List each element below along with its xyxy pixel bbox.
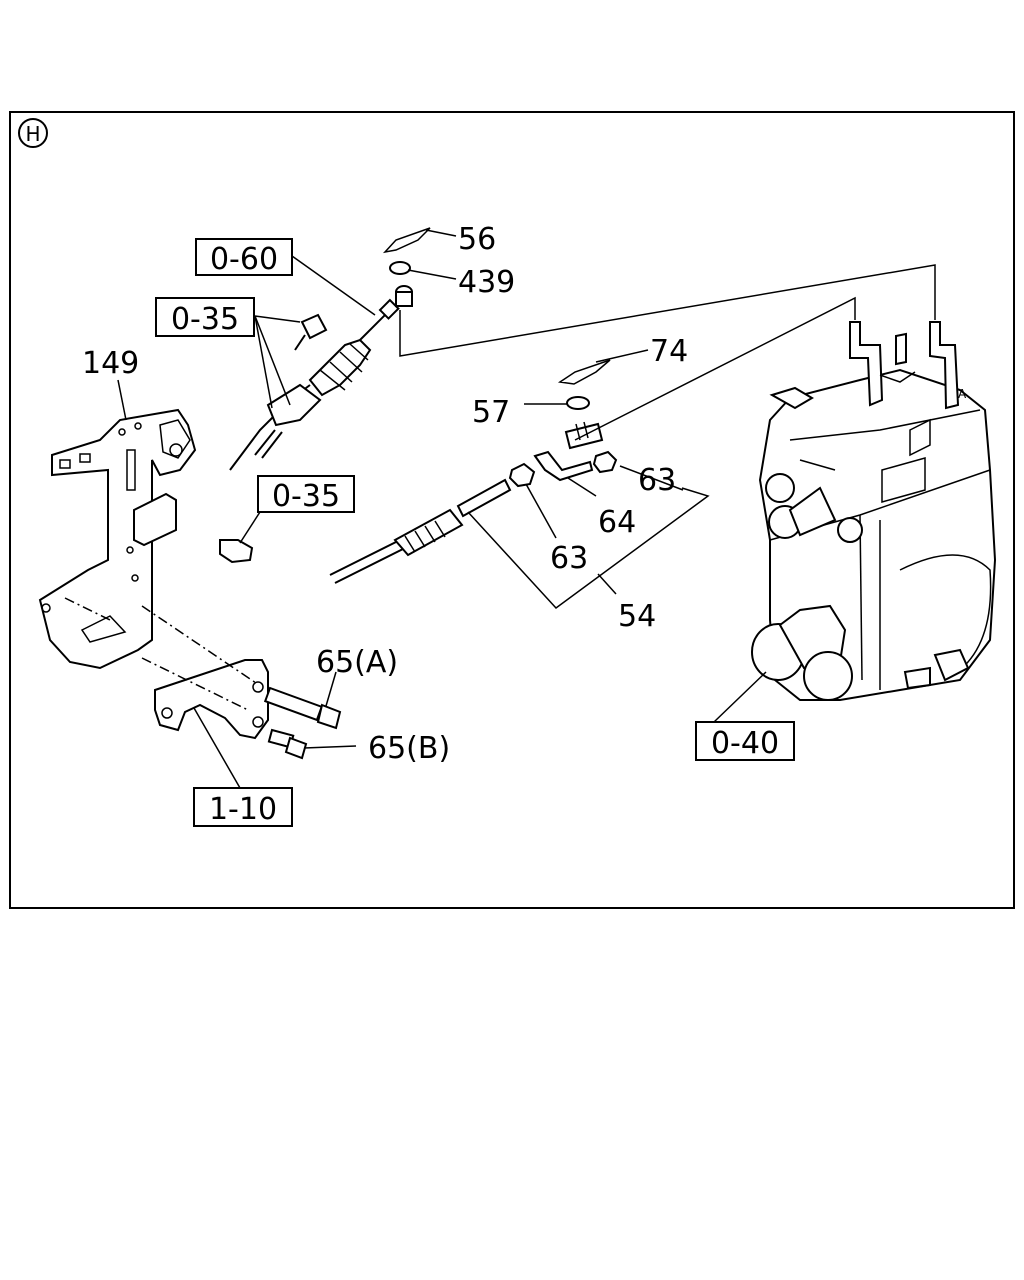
lower-bracket (154, 659, 269, 740)
part-label-63-left: 63 (550, 541, 588, 576)
center-cable-54 (329, 478, 512, 584)
part-label-57: 57 (472, 395, 510, 430)
ref-0-60-text: 0-60 (210, 242, 278, 277)
section-marker-letter: H (25, 122, 40, 146)
clip-74 (557, 359, 611, 385)
part-label-439: 439 (458, 265, 515, 300)
part-label-65b: 65(B) (368, 731, 450, 766)
pedal-bracket (38, 408, 197, 670)
clamp-64 (533, 450, 594, 482)
ref-1-10-text: 1-10 (209, 792, 277, 827)
nut-63-left (508, 462, 536, 488)
clip-56 (382, 227, 431, 254)
bolt-65a (263, 686, 342, 730)
injection-pump: A (751, 321, 997, 701)
ref-box-0-35-top: 0-35 (155, 297, 255, 337)
section-marker: H (18, 118, 48, 148)
ref-box-0-35-mid: 0-35 (257, 475, 355, 514)
bolt-65b (267, 728, 308, 760)
upper-cable-assembly (229, 298, 400, 471)
part-label-56: 56 (458, 222, 496, 257)
ref-box-1-10: 1-10 (193, 787, 293, 827)
part-label-65a: 65(A) (316, 645, 398, 680)
ref-box-0-40: 0-40 (695, 721, 795, 761)
pin-439-end (395, 285, 413, 307)
part-label-149: 149 (82, 346, 139, 381)
ref-0-35-mid-text: 0-35 (272, 479, 340, 514)
part-label-74: 74 (650, 334, 688, 369)
washer-57 (566, 396, 590, 410)
washer-439 (389, 261, 411, 275)
diagram-frame (9, 111, 1015, 909)
bolt-035-mid (219, 539, 254, 564)
part-label-63-right: 63 (638, 463, 676, 498)
ref-box-0-60: 0-60 (195, 238, 293, 277)
ref-0-40-text: 0-40 (711, 726, 779, 761)
pump-mark: A (958, 387, 967, 401)
part-label-54: 54 (618, 599, 656, 634)
ref-0-35-top-text: 0-35 (171, 302, 239, 337)
part-label-64: 64 (598, 505, 636, 540)
nut-63-right (592, 450, 618, 474)
